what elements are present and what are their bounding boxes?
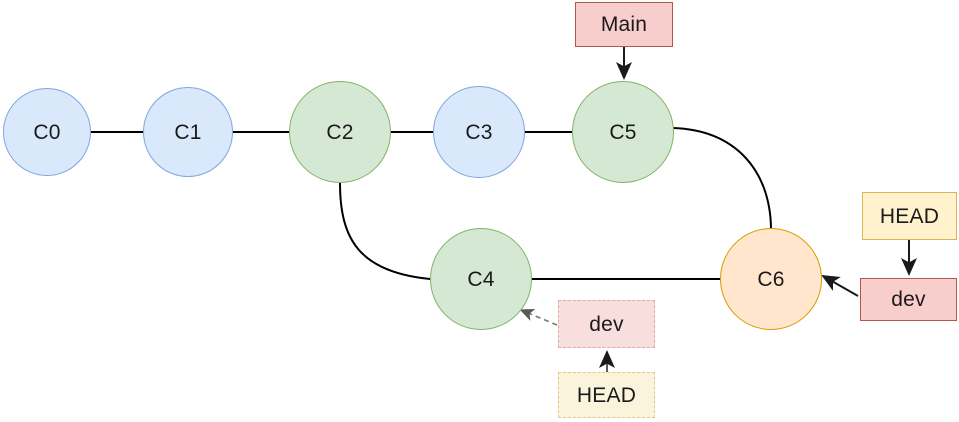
- commit-label-c1: C1: [174, 120, 202, 144]
- commit-label-c4: C4: [467, 267, 495, 291]
- head-label-bottom-text: HEAD: [576, 383, 637, 407]
- edge-c2-c4: [339, 182, 431, 280]
- head-label-bottom[interactable]: HEAD: [558, 372, 655, 418]
- commit-node-c1[interactable]: C1: [143, 87, 233, 177]
- branch-label-dev-bottom[interactable]: dev: [558, 300, 655, 348]
- branch-label-dev-right-text: dev: [891, 288, 926, 311]
- head-label-right[interactable]: HEAD: [862, 192, 957, 240]
- commit-label-c2: C2: [326, 120, 354, 144]
- commit-node-c0[interactable]: C0: [3, 88, 91, 176]
- commit-node-c3[interactable]: C3: [433, 86, 525, 178]
- edge-dev-right-c6: [821, 275, 859, 297]
- branch-label-main[interactable]: Main: [575, 2, 673, 47]
- head-label-right-text: HEAD: [879, 204, 940, 228]
- commit-label-c5: C5: [609, 120, 637, 144]
- commit-node-c5[interactable]: C5: [572, 81, 674, 183]
- branch-label-dev-bottom-text: dev: [589, 312, 624, 336]
- commit-label-c3: C3: [465, 120, 493, 144]
- commit-label-c6: C6: [757, 267, 785, 291]
- commit-node-c2[interactable]: C2: [289, 81, 391, 183]
- commit-node-c4[interactable]: C4: [430, 228, 532, 330]
- branch-label-dev-right[interactable]: dev: [860, 278, 957, 321]
- edge-c5-c6: [672, 127, 772, 229]
- commit-label-c0: C0: [33, 120, 61, 144]
- branch-label-main-text: Main: [600, 13, 648, 36]
- commit-node-c6[interactable]: C6: [720, 228, 822, 330]
- edge-dev-bottom-c4: [519, 309, 558, 326]
